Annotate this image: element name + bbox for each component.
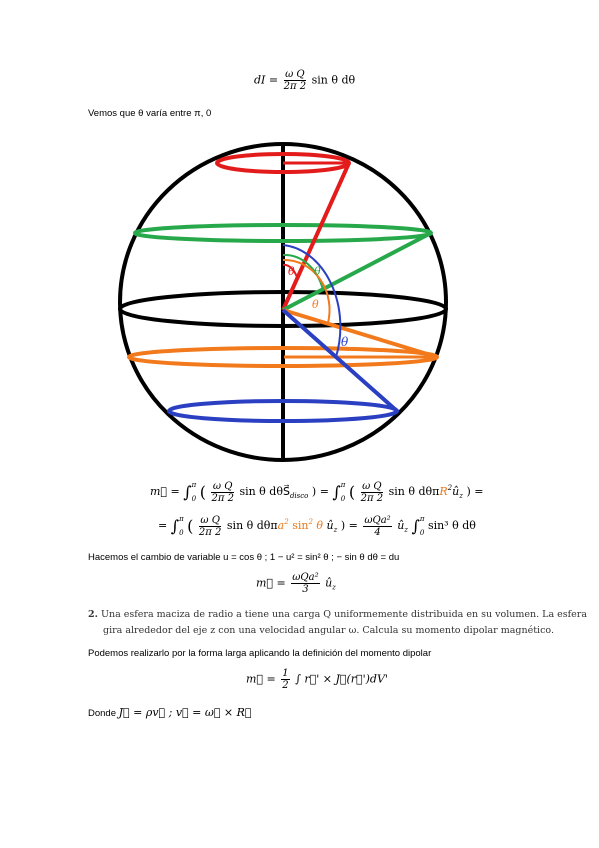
problem-statement-line2: gira alrededor del eje z con una velocid… <box>103 625 554 636</box>
eq3-a-sq: 2 <box>284 518 289 526</box>
paren-open-3: ( <box>187 516 194 536</box>
eq4-u: û <box>325 576 333 590</box>
blue-arc <box>282 244 342 358</box>
blue-radius <box>281 308 399 413</box>
eq3-body: sin θ dθπ <box>226 519 278 532</box>
eq3-u: û <box>326 519 334 532</box>
eq4-lhs: m⃗ = <box>256 576 286 590</box>
integral-sign-1: ∫ <box>183 482 192 502</box>
text-long-form: Podemos realizarlo por la forma larga ap… <box>88 648 432 659</box>
eq2-u-z: z <box>459 492 463 500</box>
eq2-R-sq: 2 <box>447 484 453 492</box>
eq2-u: û <box>452 485 460 498</box>
eq1-num: ω Q <box>283 69 307 81</box>
green-arc <box>282 253 324 291</box>
eq5-rhs: ∫ r⃗' × J⃗(r⃗')dV' <box>295 672 388 686</box>
green-theta-label: θ <box>314 265 321 278</box>
eq3-lead: = <box>158 519 168 532</box>
eq5-lhs: m⃗ = <box>246 672 276 686</box>
eq2-part2: sin θ dθπ <box>388 485 440 498</box>
eq2-end: ) = <box>466 485 484 498</box>
problem-line1: Una esfera maciza de radio a tiene una c… <box>100 609 587 620</box>
problem-number: 2. <box>88 609 98 620</box>
orange-arc <box>282 258 331 324</box>
eq2-R: R <box>439 485 448 498</box>
eq1-rhs: sin θ dθ <box>311 73 356 87</box>
eq3-theta: θ <box>316 519 324 532</box>
text-change-variable: Hacemos el cambio de variable u = cos θ … <box>88 552 400 563</box>
eq3-close: ) = <box>340 519 358 532</box>
eq3-sin-exp: 2 <box>308 518 313 526</box>
paren-open-2: ( <box>348 482 356 502</box>
green-radius <box>282 231 432 312</box>
eq2-part1: sin θ dθS⃗ <box>239 485 290 498</box>
integral-sign-3: ∫ <box>170 516 180 536</box>
eq3-tail: sin³ θ dθ <box>427 519 476 532</box>
integral-sign-2: ∫ <box>332 482 341 502</box>
problem-statement: 2. Una esfera maciza de radio a tiene un… <box>88 609 587 620</box>
eq2-lhs: m⃗ = <box>150 485 180 498</box>
donde-word: Donde <box>88 708 116 719</box>
eq2-eq1: ) = <box>311 485 329 498</box>
red-radius <box>281 162 351 311</box>
eq3-sin: sin <box>292 519 309 532</box>
sphere-diagram: θ θ θ θ <box>118 142 448 462</box>
paren-open: ( <box>199 482 206 502</box>
eq1-fraction: ω Q 2π 2 <box>283 69 307 92</box>
eq1-den: 2π 2 <box>283 81 307 92</box>
eq4-u-z: z <box>332 583 336 592</box>
donde-math: J⃗ = ρv⃗ ; v⃗ = ω⃗ × R⃗ <box>118 706 252 719</box>
eq2-part1-sub: disco <box>289 492 309 500</box>
text-donde: Donde J⃗ = ρv⃗ ; v⃗ = ω⃗ × R⃗ <box>88 706 252 719</box>
blue-theta-label: θ <box>341 335 349 349</box>
eq1-lhs: dI = <box>254 73 279 87</box>
red-arc <box>282 263 298 278</box>
eq3-u2-z: z <box>404 526 408 534</box>
orange-radius <box>282 308 438 359</box>
eq3-u-z: z <box>333 526 338 534</box>
equation-dI: dI = ω Q 2π 2 sin θ dθ <box>254 69 355 92</box>
eq3-a: a <box>277 519 285 532</box>
orange-theta-label: θ <box>312 298 319 311</box>
integral-sign-4: ∫ <box>411 516 420 536</box>
eq3-u2: û <box>397 519 405 532</box>
text-theta-range: Vemos que θ varía entre π, 0 <box>88 108 212 119</box>
red-theta-label: θ <box>288 265 295 278</box>
